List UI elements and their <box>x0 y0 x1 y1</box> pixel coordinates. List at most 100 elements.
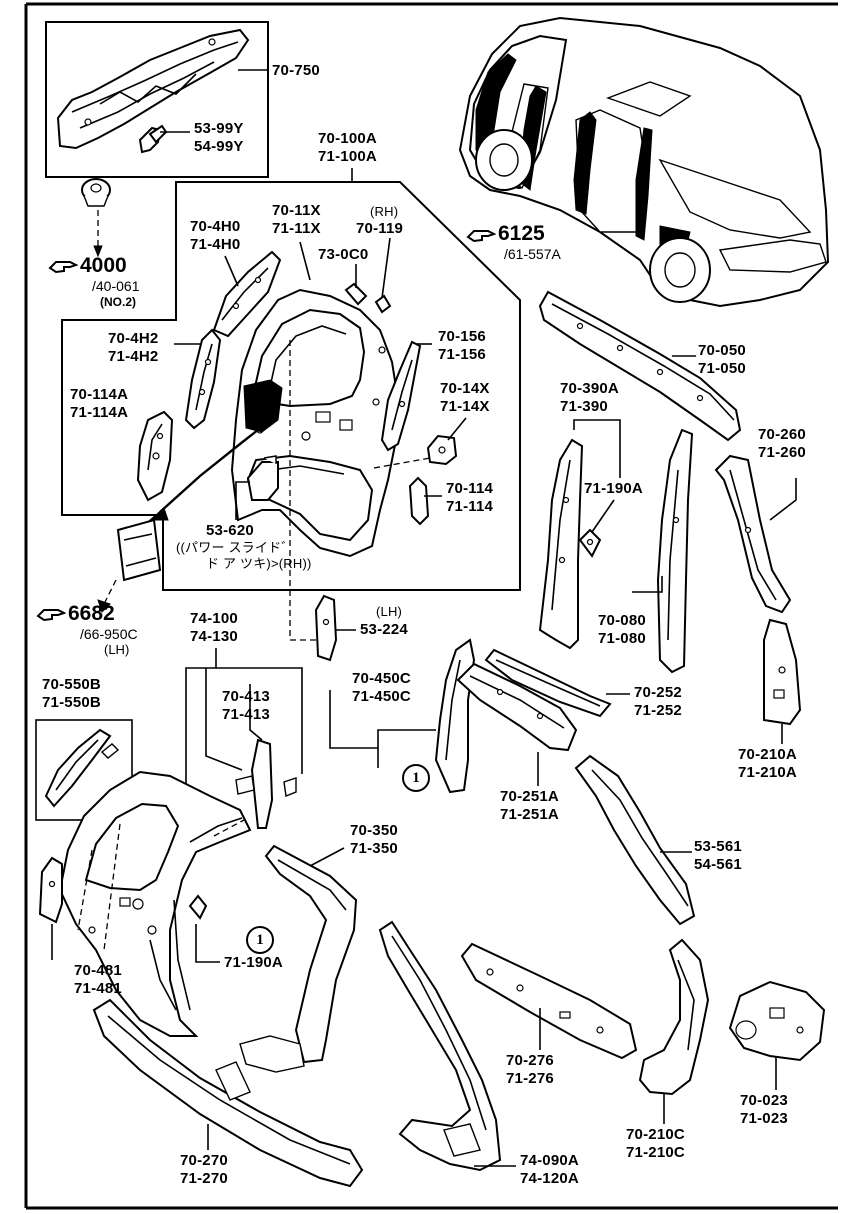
part-70-050 <box>538 290 742 442</box>
label-71-276[interactable]: 71-276 <box>506 1070 554 1087</box>
label-71-114[interactable]: 71-114 <box>446 498 494 515</box>
label-70-276[interactable]: 70-276 <box>506 1052 554 1069</box>
leader-70-413 <box>249 684 263 741</box>
label-70-252[interactable]: 70-252 <box>634 684 682 701</box>
label-70-390a[interactable]: 70-390A <box>560 380 619 397</box>
label-71-390[interactable]: 71-390 <box>560 398 608 415</box>
label-70-156[interactable]: 70-156 <box>438 328 486 345</box>
label-53-224[interactable]: 53-224 <box>360 621 408 638</box>
part-70-550b <box>44 728 120 808</box>
callout-1-bottom[interactable]: 1 <box>246 926 274 954</box>
ref-6682[interactable]: 6682 /66-950C (LH) <box>68 602 138 657</box>
label-71-252[interactable]: 71-252 <box>634 702 682 719</box>
label-71-251a[interactable]: 71-251A <box>500 806 559 823</box>
label-70-11x[interactable]: 70-11X <box>272 202 321 219</box>
leader-70-080 <box>632 576 663 593</box>
label-54-561[interactable]: 54-561 <box>694 856 742 873</box>
label-71-550b[interactable]: 71-550B <box>42 694 101 711</box>
label-70-050[interactable]: 70-050 <box>698 342 746 359</box>
part-70-750 <box>56 28 250 150</box>
label-rh: (RH) <box>370 204 399 219</box>
label-71-050[interactable]: 71-050 <box>698 360 746 377</box>
ref-6682-sub: /66-950C <box>80 626 138 642</box>
label-74-120a[interactable]: 74-120A <box>520 1170 579 1187</box>
label-70-481[interactable]: 70-481 <box>74 962 122 979</box>
label-71-350[interactable]: 71-350 <box>350 840 398 857</box>
label-70-413[interactable]: 70-413 <box>222 688 270 705</box>
arrow-patch <box>148 507 169 521</box>
part-70-210c <box>638 938 710 1096</box>
label-70-114a[interactable]: 70-114A <box>70 386 129 403</box>
label-71-080[interactable]: 71-080 <box>598 630 646 647</box>
label-70-210c[interactable]: 70-210C <box>626 1126 685 1143</box>
part-70-210a <box>763 618 802 726</box>
highlight-patch <box>243 379 283 433</box>
label-70-114[interactable]: 70-114 <box>446 480 494 497</box>
label-71-4h2[interactable]: 71-4H2 <box>108 348 159 365</box>
part-70-270 <box>92 998 364 1188</box>
label-70-550b[interactable]: 70-550B <box>42 676 101 693</box>
label-71-100a[interactable]: 71-100A <box>318 148 377 165</box>
leader-71-190a-bottom <box>195 924 220 963</box>
label-70-023[interactable]: 70-023 <box>740 1092 788 1109</box>
label-70-100a[interactable]: 70-100A <box>318 130 377 147</box>
label-53-99y[interactable]: 53-99Y <box>194 120 244 137</box>
label-70-210a[interactable]: 70-210A <box>738 746 797 763</box>
part-70-390a <box>538 438 584 650</box>
label-70-350[interactable]: 70-350 <box>350 822 398 839</box>
label-71-260[interactable]: 71-260 <box>758 444 806 461</box>
label-70-119[interactable]: 70-119 <box>356 220 404 237</box>
label-70-14x[interactable]: 70-14X <box>440 380 490 397</box>
dashed-guide-mid <box>103 823 121 951</box>
callout-1-top[interactable]: 1 <box>402 764 430 792</box>
label-71-481[interactable]: 71-481 <box>74 980 122 997</box>
ref-4000[interactable]: 4000 /40-061 (NO.2) <box>80 254 139 309</box>
label-71-190a-bottom[interactable]: 71-190A <box>224 954 283 971</box>
leader-74-100-right <box>216 667 303 774</box>
label-74-090a[interactable]: 74-090A <box>520 1152 579 1169</box>
label-70-450c[interactable]: 70-450C <box>352 670 411 687</box>
label-71-14x[interactable]: 71-14X <box>440 398 490 415</box>
ref-4000-sub: /40-061 <box>92 278 140 294</box>
leader-53-620 <box>235 481 250 520</box>
ref-4000-number: 4000 <box>80 254 127 277</box>
part-71-190a-bottom <box>188 894 208 920</box>
label-71-114a[interactable]: 71-114A <box>70 404 129 421</box>
label-70-4h2[interactable]: 70-4H2 <box>108 330 159 347</box>
ref-6125[interactable]: 6125 /61-557A <box>498 222 561 263</box>
label-71-450c[interactable]: 71-450C <box>352 688 411 705</box>
label-71-190a-top[interactable]: 71-190A <box>584 480 643 497</box>
label-70-4h0[interactable]: 70-4H0 <box>190 218 241 235</box>
label-71-270[interactable]: 71-270 <box>180 1170 228 1187</box>
label-71-413[interactable]: 71-413 <box>222 706 270 723</box>
label-70-080[interactable]: 70-080 <box>598 612 646 629</box>
pointing-hand-icon-6125 <box>466 230 496 243</box>
part-70-260 <box>714 454 792 614</box>
label-70-260[interactable]: 70-260 <box>758 426 806 443</box>
pointing-hand-icon-4000 <box>48 261 78 274</box>
dashed-guide-53-224 <box>289 340 318 641</box>
leader-70-14x <box>447 417 467 441</box>
label-54-99y[interactable]: 54-99Y <box>194 138 244 155</box>
label-53-620[interactable]: 53-620 <box>206 522 254 539</box>
label-74-130[interactable]: 74-130 <box>190 628 238 645</box>
part-70-4h2 <box>184 328 222 430</box>
label-71-4h0[interactable]: 71-4H0 <box>190 236 241 253</box>
ref-6682-note: (LH) <box>104 642 130 657</box>
label-73-0c0[interactable]: 73-0C0 <box>318 246 369 263</box>
label-53-561[interactable]: 53-561 <box>694 838 742 855</box>
label-70-251a[interactable]: 70-251A <box>500 788 559 805</box>
label-71-023[interactable]: 71-023 <box>740 1110 788 1127</box>
part-70-350 <box>239 844 358 1073</box>
assembly-outline-70-100a <box>61 181 521 591</box>
label-71-210c[interactable]: 71-210C <box>626 1144 685 1161</box>
label-71-210a[interactable]: 71-210A <box>738 764 797 781</box>
label-74-100[interactable]: 74-100 <box>190 610 238 627</box>
label-71-11x[interactable]: 71-11X <box>272 220 321 237</box>
label-70-750[interactable]: 70-750 <box>272 62 320 79</box>
part-70-119 <box>374 294 392 314</box>
part-70-156 <box>380 340 422 452</box>
label-70-270[interactable]: 70-270 <box>180 1152 228 1169</box>
label-71-156[interactable]: 71-156 <box>438 346 486 363</box>
